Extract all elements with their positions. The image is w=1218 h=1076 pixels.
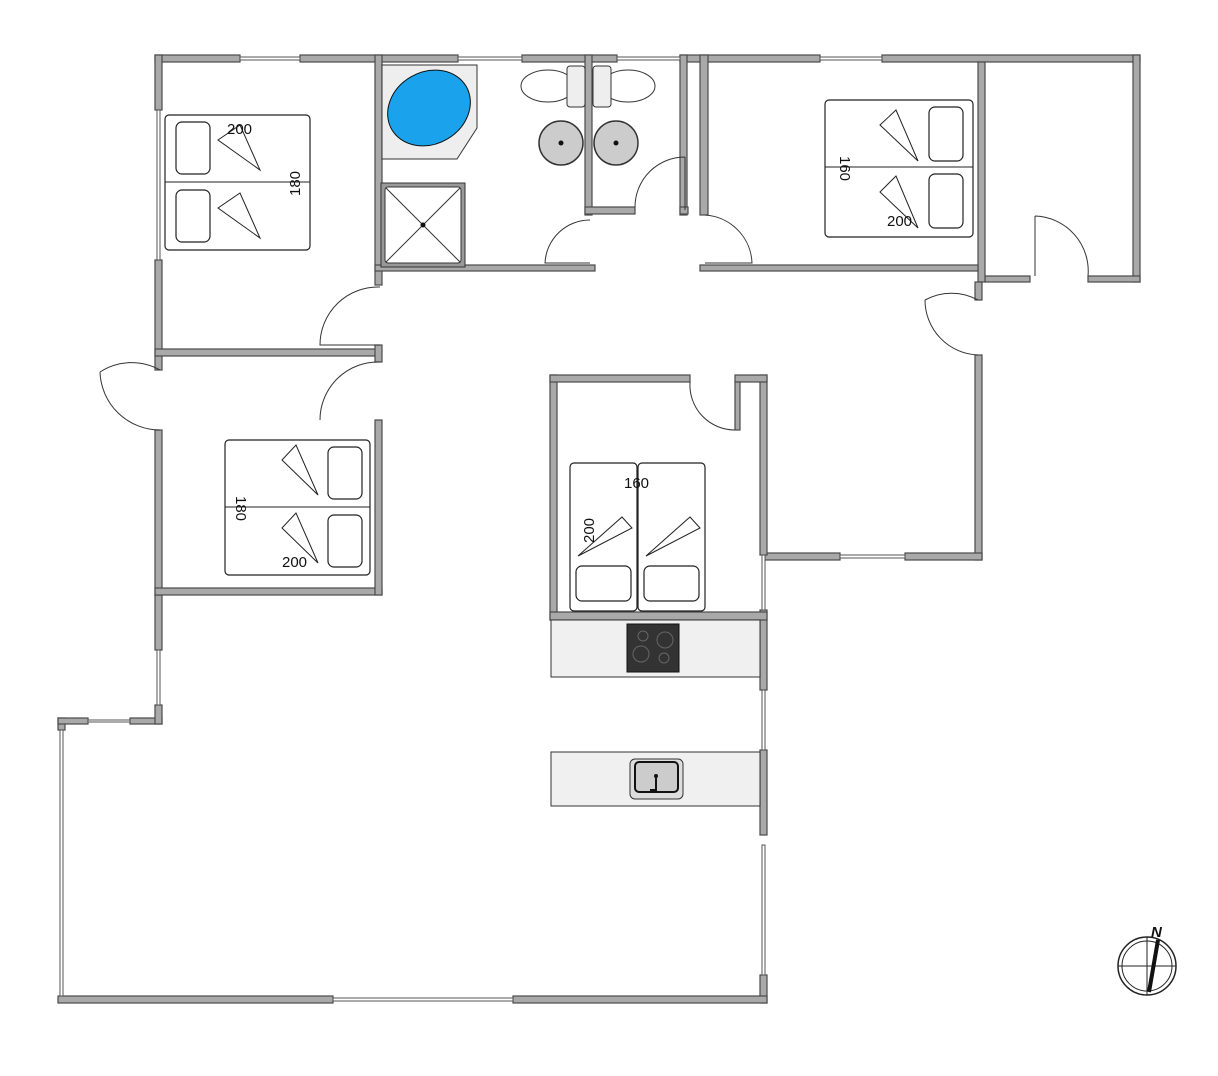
window	[616, 56, 681, 61]
window	[839, 554, 906, 559]
bed-length-label: 200	[887, 213, 912, 230]
bed-width-label: 180	[232, 496, 249, 521]
wall-segment	[1087, 275, 1141, 283]
wall-segment	[154, 348, 381, 357]
wall-segment	[977, 61, 986, 283]
wall-segment	[374, 54, 383, 286]
wall-segment	[374, 419, 383, 596]
wall-segment	[154, 54, 241, 63]
wall-segment	[57, 995, 334, 1004]
bathtub-icon	[381, 64, 478, 160]
window	[239, 56, 301, 61]
wall-segment	[734, 381, 741, 431]
walls	[57, 54, 1141, 1004]
door-swing	[319, 361, 381, 421]
door-swing	[689, 381, 736, 431]
wall-segment	[699, 54, 709, 216]
window	[156, 109, 161, 261]
hob-icon	[626, 623, 680, 673]
door-swing	[924, 292, 979, 356]
bed-length-label: 200	[282, 554, 307, 571]
wall-segment	[904, 552, 983, 561]
wall-segment	[521, 54, 618, 63]
windows	[59, 56, 906, 1002]
wall-segment	[154, 594, 163, 651]
wall-segment	[154, 54, 163, 111]
sink-icon	[629, 758, 684, 800]
bed-length-label: 200	[581, 518, 598, 543]
wall-segment	[679, 206, 689, 215]
wall-segment	[374, 344, 383, 363]
wall-segment	[679, 54, 688, 216]
wall-segment	[584, 206, 636, 215]
door-swing	[1034, 215, 1089, 277]
door-swing	[544, 219, 591, 264]
wall-segment	[699, 264, 979, 272]
wall-segment	[974, 281, 983, 301]
bed-width-label: 160	[624, 475, 649, 492]
bed-width-label: 160	[836, 156, 853, 181]
toilet-icon	[520, 65, 586, 108]
window	[87, 719, 131, 723]
wall-segment	[512, 995, 768, 1004]
doors	[99, 156, 1089, 431]
window	[59, 729, 64, 997]
window	[332, 997, 514, 1002]
wall-segment	[154, 429, 163, 596]
bed-length-label: 200	[227, 121, 252, 138]
door-swing	[634, 156, 686, 210]
window	[457, 56, 523, 61]
north-compass-icon: N	[1117, 924, 1177, 996]
bed-double: 200 180	[224, 439, 371, 576]
washbasin-icon	[538, 120, 639, 166]
wall-segment	[1132, 54, 1141, 283]
wall-segment	[584, 54, 593, 216]
window	[761, 844, 766, 976]
wall-segment	[549, 374, 558, 621]
wall-segment	[974, 354, 983, 561]
wall-segment	[549, 374, 691, 383]
bed-double: 200 160	[824, 99, 974, 238]
wall-segment	[154, 587, 383, 596]
wall-segment	[374, 264, 596, 272]
bed-double: 160 200	[569, 462, 706, 612]
wall-segment	[984, 275, 1031, 283]
wall-segment	[881, 54, 1141, 63]
door-swing	[99, 362, 161, 431]
toilet-icon	[592, 65, 656, 108]
window	[156, 649, 161, 706]
wall-segment	[764, 552, 841, 561]
bed-width-label: 180	[287, 171, 304, 196]
window	[819, 56, 883, 61]
shower-icon	[380, 182, 466, 268]
window	[761, 689, 766, 751]
window	[761, 554, 766, 611]
wall-segment	[759, 609, 768, 691]
door-swing	[319, 286, 381, 346]
wall-segment	[734, 374, 768, 383]
door-swing	[704, 214, 753, 264]
wall-segment	[57, 717, 89, 725]
wall-segment	[759, 374, 768, 556]
wall-segment	[154, 704, 163, 725]
wall-segment	[759, 749, 768, 836]
compass-north-label: N	[1151, 924, 1163, 941]
wall-segment	[549, 611, 768, 621]
bed-double: 200 180	[164, 114, 311, 251]
